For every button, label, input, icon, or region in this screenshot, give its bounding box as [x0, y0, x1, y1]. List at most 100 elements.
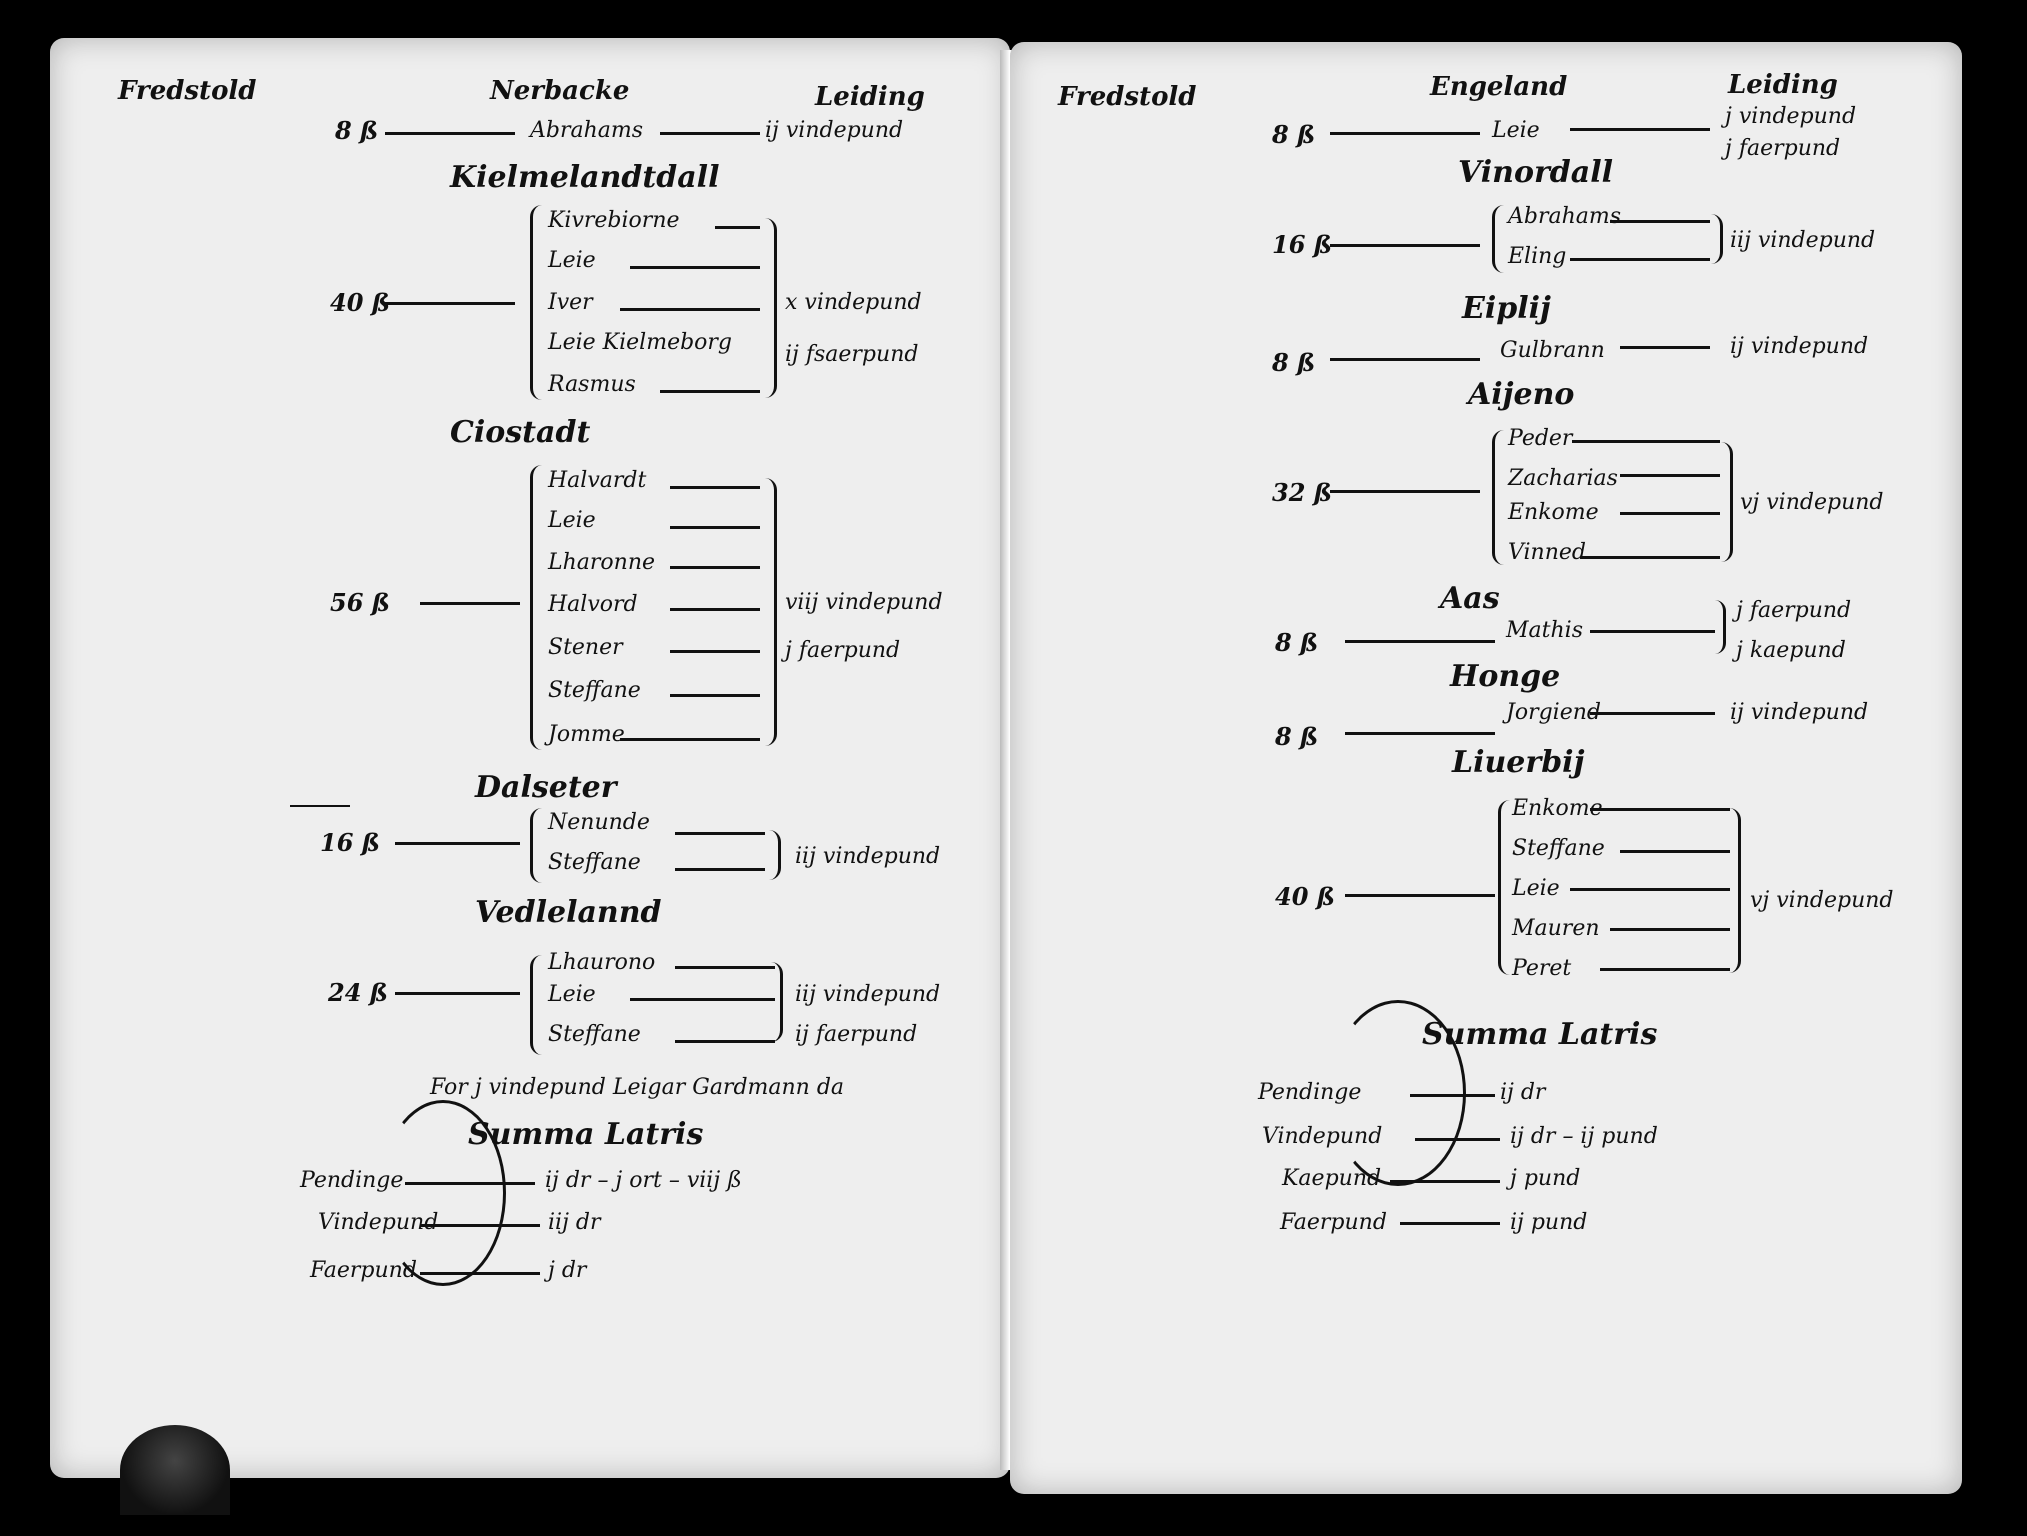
entry-result: j faerpund [785, 638, 901, 663]
rule [395, 842, 520, 845]
parish-heading-left: Nerbacke [490, 76, 630, 106]
rule [1590, 808, 1730, 811]
farm-name: Peret [1512, 956, 1572, 981]
summa-title: Summa Latris [1422, 1017, 1658, 1052]
summa-label: Kaepund [1282, 1166, 1382, 1191]
rule [1590, 712, 1715, 715]
summa-value: ij dr [1500, 1080, 1546, 1105]
rule [1570, 128, 1710, 131]
place-heading: Aijeno [1468, 377, 1575, 412]
farm-name: Halvardt [548, 468, 647, 493]
rule [1620, 474, 1720, 477]
farm-name: Mauren [1512, 916, 1600, 941]
rule [1330, 358, 1480, 361]
brace [1710, 214, 1723, 264]
rule [630, 998, 775, 1001]
entry-amount: 40 ß [330, 288, 390, 317]
place-heading: Kielmelandtdall [450, 160, 720, 195]
rule [670, 608, 760, 611]
farm-name: Steffane [548, 678, 641, 703]
entry-result: j vindepund [1725, 104, 1857, 129]
parish-heading-right: Engeland [1430, 72, 1568, 102]
summa-value: iij dr [548, 1210, 601, 1235]
entry-name: Gulbrann [1500, 338, 1605, 363]
brace [530, 808, 545, 883]
rule [675, 966, 775, 969]
entry-amount: 8 ß [1275, 722, 1319, 751]
rule [670, 566, 760, 569]
summa-label: Faerpund [1280, 1210, 1387, 1235]
rule [620, 738, 760, 741]
rule [1600, 968, 1730, 971]
entry-amount: 16 ß [1272, 230, 1332, 259]
entry-amount: 8 ß [1272, 348, 1316, 377]
brace [1492, 205, 1507, 273]
place-heading: Vinordall [1458, 155, 1613, 190]
entry-amount: 32 ß [1272, 478, 1332, 507]
entry-result: vj vindepund [1750, 888, 1894, 913]
rule [670, 694, 760, 697]
farm-name: Jomme [548, 722, 625, 747]
rule [385, 302, 515, 305]
rule [660, 132, 760, 135]
column-header-leiding-right: Leiding [1728, 70, 1838, 100]
summa-label: Pendinge [1258, 1080, 1362, 1105]
rule [420, 1272, 540, 1275]
rule [1620, 512, 1720, 515]
rule [1590, 630, 1715, 633]
rule [385, 132, 515, 135]
rule [670, 650, 760, 653]
rule [290, 805, 350, 807]
entry-result: ij vindepund [1730, 700, 1869, 725]
brace [1498, 800, 1513, 975]
entry-result: j faerpund [1725, 136, 1841, 161]
entry-note: For j vindepund Leigar Gardmann da [430, 1075, 845, 1100]
rule [715, 226, 760, 229]
place-heading: Aas [1440, 581, 1500, 616]
summa-value: ij pund [1510, 1210, 1588, 1235]
farm-name: Iver [548, 290, 593, 315]
summa-value: ij dr – j ort – viij ß [545, 1168, 742, 1193]
rule [1330, 490, 1480, 493]
summa-value: ij dr – ij pund [1510, 1124, 1658, 1149]
brace [530, 205, 545, 400]
rule [1610, 220, 1710, 223]
brace [1728, 808, 1741, 973]
rule [675, 868, 765, 871]
rule [1345, 894, 1495, 897]
rule [1610, 928, 1730, 931]
farm-name: Rasmus [548, 372, 636, 397]
entry-name: Mathis [1506, 618, 1583, 643]
brace [1715, 600, 1726, 654]
brace [762, 218, 777, 398]
rule [395, 992, 520, 995]
entry-amount: 24 ß [328, 978, 388, 1007]
rule [660, 390, 760, 393]
farm-name: Steffane [548, 1022, 641, 1047]
rule [620, 308, 760, 311]
rule [675, 832, 765, 835]
rule [420, 602, 520, 605]
entry-result: ij fsaerpund [785, 342, 919, 367]
entry-name: Abrahams [530, 118, 644, 143]
district-heading-left: Fredstold [118, 76, 257, 106]
entry-result: ij faerpund [795, 1022, 918, 1047]
rule [670, 526, 760, 529]
rule [1415, 1138, 1500, 1141]
rule [1330, 244, 1480, 247]
farm-name: Eling [1508, 244, 1567, 269]
entry-amount: 8 ß [1272, 120, 1316, 149]
place-heading: Dalseter [475, 770, 617, 805]
entry-name: Leie [1492, 118, 1540, 143]
entry-result: x vindepund [785, 290, 922, 315]
entry-amount: 8 ß [335, 116, 379, 145]
summa-label: Pendinge [300, 1168, 404, 1193]
brace [530, 955, 545, 1055]
entry-amount: 56 ß [330, 588, 390, 617]
entry-result: vj vindepund [1740, 490, 1884, 515]
farm-name: Stener [548, 635, 623, 660]
farm-name: Lharonne [548, 550, 656, 575]
farm-name: Peder [1508, 426, 1573, 451]
farm-name: Kivrebiorne [548, 208, 680, 233]
summa-value: j pund [1510, 1166, 1581, 1191]
